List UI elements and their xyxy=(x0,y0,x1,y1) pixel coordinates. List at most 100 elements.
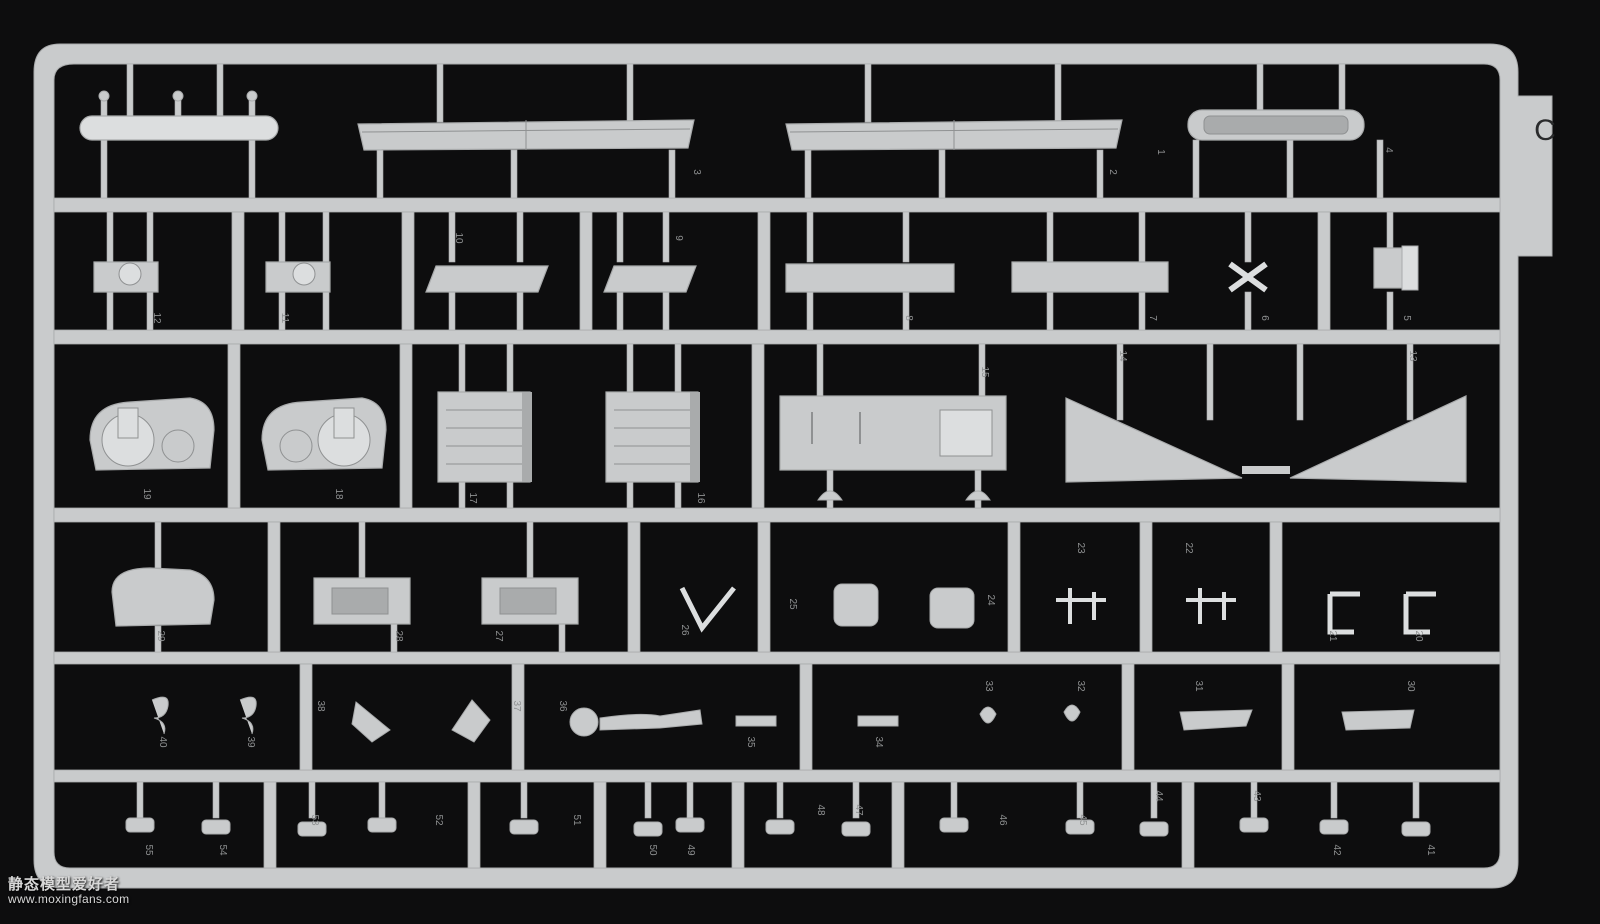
gate xyxy=(1244,291,1252,331)
part-number-40: 40 xyxy=(157,736,168,748)
gate xyxy=(1256,63,1264,111)
part-31-wing xyxy=(1179,709,1253,731)
part-number-38: 38 xyxy=(315,700,326,712)
part-26-frame xyxy=(679,586,736,633)
part-number-54: 54 xyxy=(217,844,228,856)
part-number-labels: 1234567891011121314151617181920212223242… xyxy=(141,147,1436,856)
part-48-piece xyxy=(765,819,795,835)
runner-vertical xyxy=(1269,521,1283,653)
gate xyxy=(1138,291,1146,331)
gate xyxy=(674,481,682,509)
panel-edge xyxy=(522,392,532,482)
gate xyxy=(626,481,634,509)
part-11-dial xyxy=(292,262,316,286)
part-5-side xyxy=(1401,245,1419,291)
part-number-42: 42 xyxy=(1331,844,1342,856)
gate xyxy=(516,211,524,263)
gate xyxy=(826,469,834,509)
sprue-letter: C xyxy=(1534,114,1556,147)
part-number-15: 15 xyxy=(979,366,990,378)
part-50-piece xyxy=(633,821,663,837)
part-51-piece xyxy=(509,819,539,835)
gate xyxy=(668,149,676,199)
gate xyxy=(506,481,514,509)
panel-edge xyxy=(690,392,700,482)
gate xyxy=(506,343,514,393)
part-54-piece xyxy=(201,819,231,835)
outer-frame xyxy=(33,43,1553,889)
runner-vertical xyxy=(593,781,607,869)
gate xyxy=(686,781,694,819)
gate xyxy=(616,291,624,331)
part-22-bracket xyxy=(1186,588,1236,624)
part-number-24: 24 xyxy=(985,594,996,606)
runner-horizontal xyxy=(53,769,1501,783)
part-number-26: 26 xyxy=(679,624,690,636)
part-16-panel xyxy=(605,391,699,483)
gate xyxy=(146,211,154,263)
gate xyxy=(106,211,114,263)
gate xyxy=(626,343,634,393)
part-number-44: 44 xyxy=(1153,790,1164,802)
gate xyxy=(322,211,330,263)
part-number-25: 25 xyxy=(787,598,798,610)
part-number-4: 4 xyxy=(1383,147,1394,153)
gate xyxy=(1192,139,1200,199)
runner-horizontal xyxy=(53,507,1501,523)
part-number-28: 28 xyxy=(393,630,404,642)
part-9-plate xyxy=(603,265,697,293)
gate xyxy=(1244,211,1252,263)
part-number-47: 47 xyxy=(853,804,864,816)
gate xyxy=(1096,149,1104,199)
gate xyxy=(1138,211,1146,263)
gate xyxy=(448,291,456,331)
gate xyxy=(864,63,872,123)
gate xyxy=(526,521,534,579)
part-18-gearbox-cap xyxy=(279,429,313,463)
runner-vertical xyxy=(731,781,745,869)
part-number-27: 27 xyxy=(493,630,504,642)
gate xyxy=(1406,343,1414,421)
part-number-23: 23 xyxy=(1075,542,1086,554)
gate xyxy=(662,291,670,331)
part-number-35: 35 xyxy=(745,736,756,748)
part-number-52: 52 xyxy=(433,814,444,826)
part-number-1: 1 xyxy=(1155,149,1166,155)
runner-vertical xyxy=(579,211,593,331)
gate xyxy=(126,63,134,117)
part-1-rod xyxy=(79,115,279,141)
part-20-lever xyxy=(1403,591,1436,635)
part-12-dial xyxy=(118,262,142,286)
part-7-bar xyxy=(1011,261,1169,293)
part-36-shaft xyxy=(599,709,703,731)
part-34-bar xyxy=(857,715,899,727)
gate xyxy=(644,781,652,819)
gate xyxy=(212,781,220,819)
part-number-18: 18 xyxy=(333,488,344,500)
part-number-12: 12 xyxy=(151,312,162,324)
runner-vertical xyxy=(1281,663,1295,771)
runner-horizontal xyxy=(53,651,1501,665)
part-19-gearbox-shaft xyxy=(117,407,139,439)
part-number-20: 20 xyxy=(1413,630,1424,642)
part-number-45: 45 xyxy=(1077,814,1088,826)
gate xyxy=(376,149,384,199)
part-number-29: 29 xyxy=(155,630,166,642)
gate xyxy=(106,291,114,331)
gate xyxy=(626,63,634,123)
sprue-pin xyxy=(246,90,258,102)
part-39-hook xyxy=(239,696,257,735)
gate xyxy=(136,781,144,819)
gate xyxy=(1330,781,1338,819)
gate xyxy=(1046,211,1054,263)
part-55-piece xyxy=(125,817,155,833)
part-19-gearbox-cap xyxy=(161,429,195,463)
part-number-11: 11 xyxy=(279,313,290,324)
gate xyxy=(902,291,910,331)
part-number-55: 55 xyxy=(143,844,154,856)
runner-horizontal xyxy=(53,197,1501,213)
gate xyxy=(520,781,528,819)
gate xyxy=(358,521,366,579)
gate xyxy=(776,781,784,819)
